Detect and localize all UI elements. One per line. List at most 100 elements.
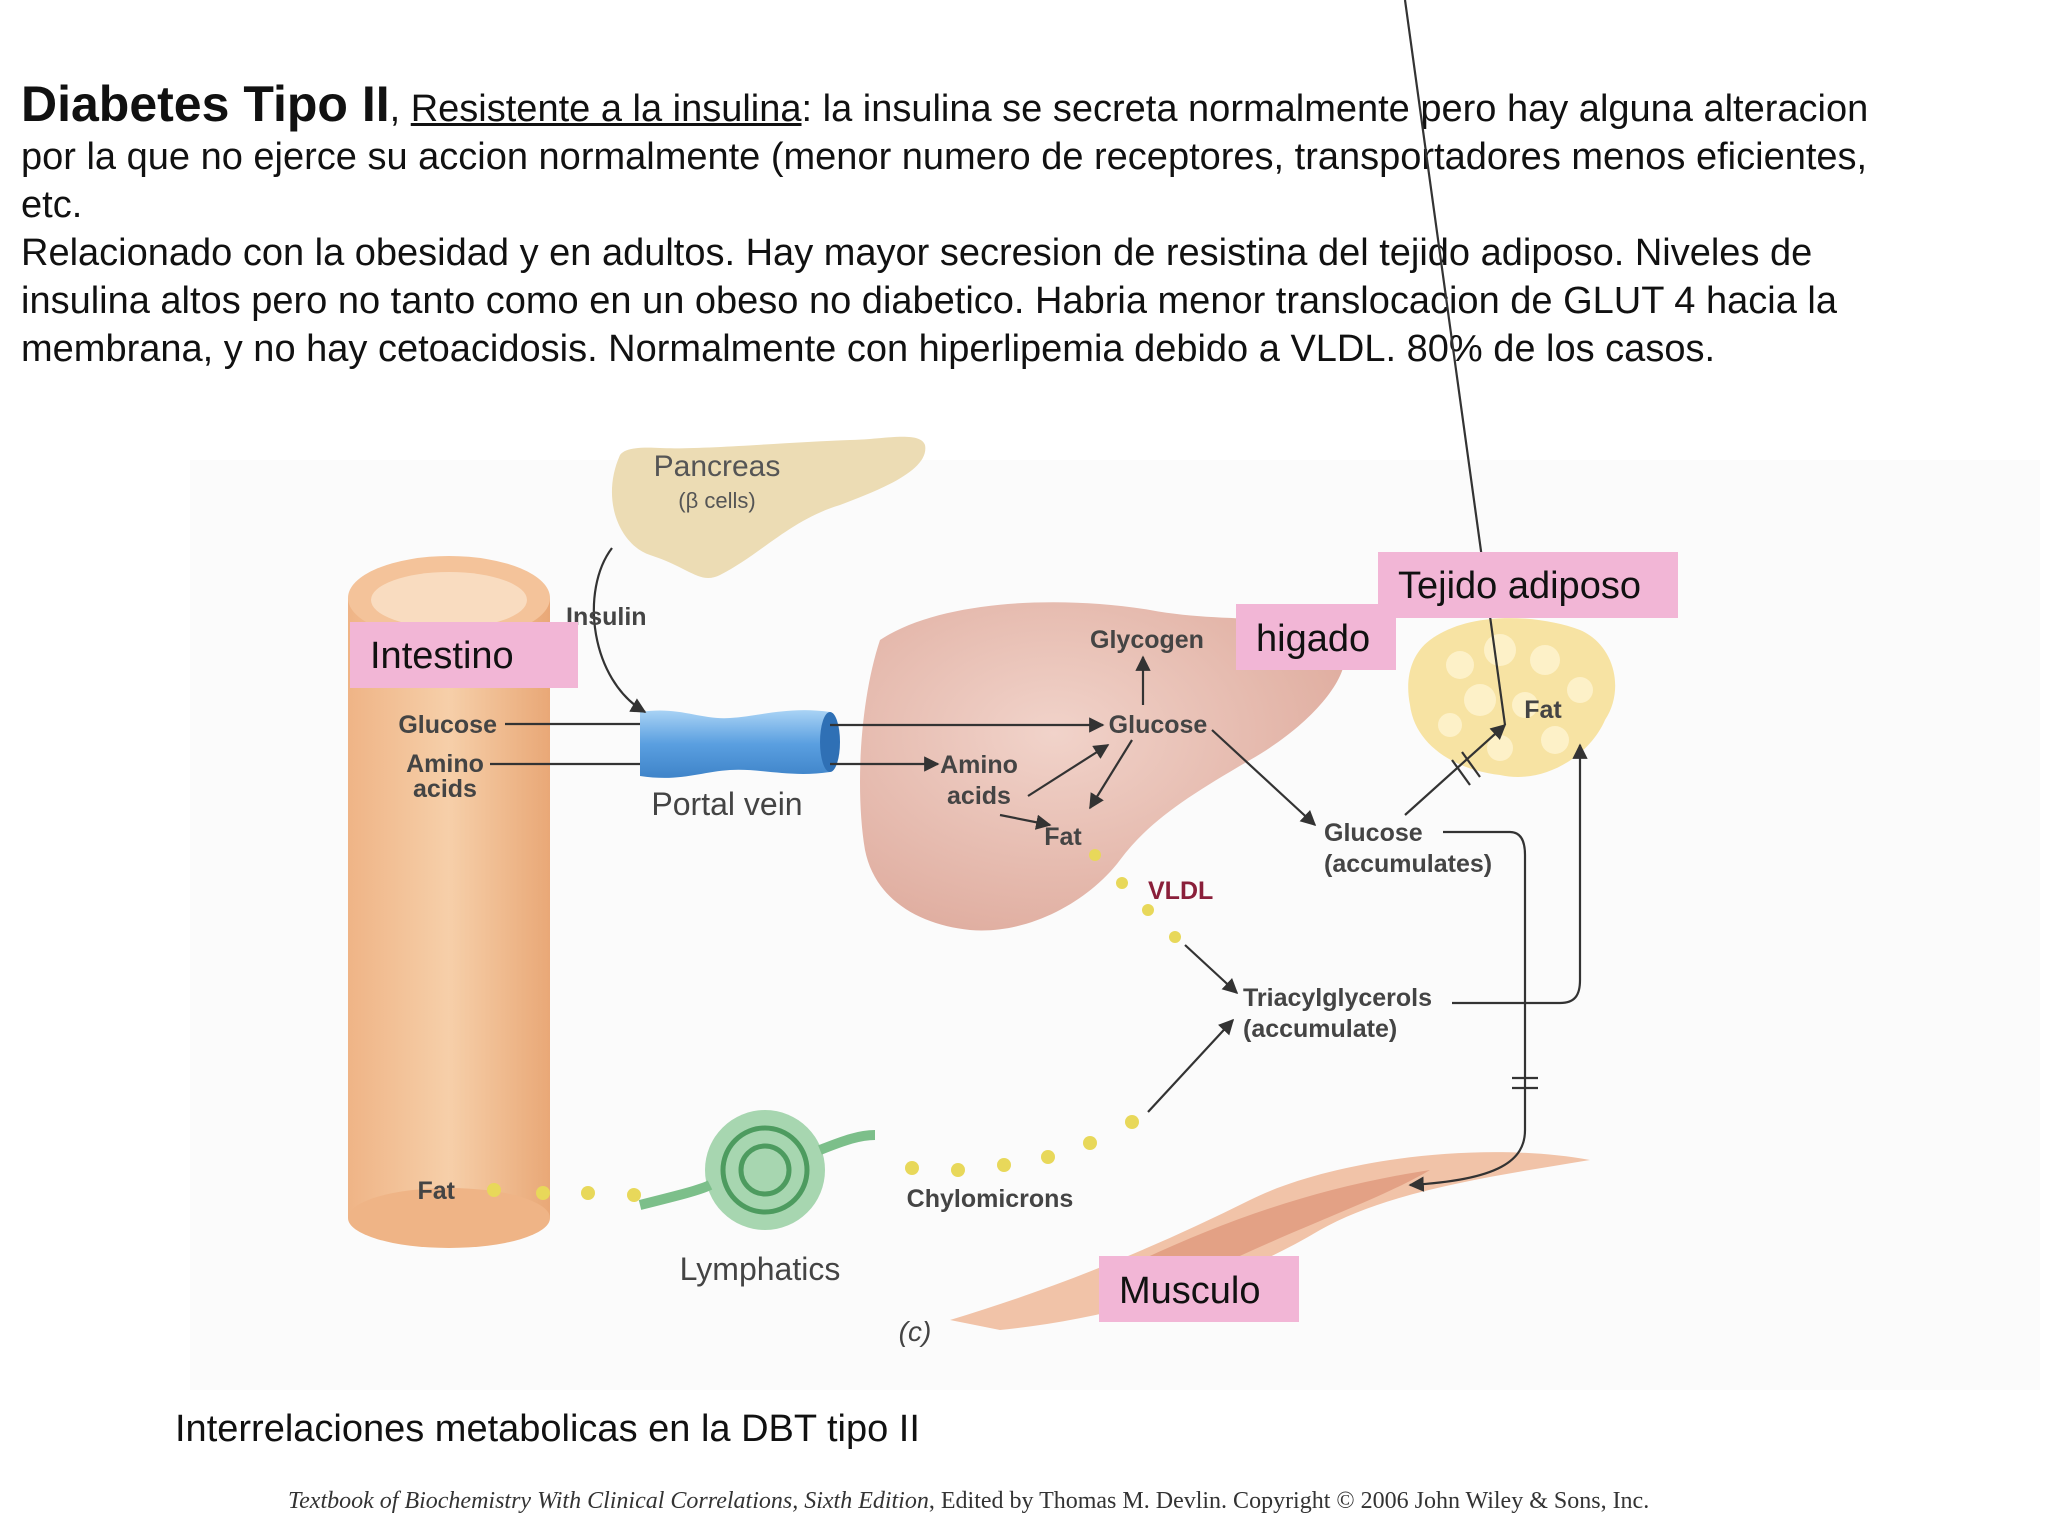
vldl-dot xyxy=(1169,931,1181,943)
blood-glucose-accumulates-label: (accumulates) xyxy=(1324,850,1492,878)
fat-transport-dots xyxy=(487,849,1181,1202)
adipose-cell xyxy=(1541,726,1569,754)
blocked-glucose-to-muscle-arrow xyxy=(1408,830,1527,1192)
paragraph-line-5: insulina altos pero no tanto como en un … xyxy=(21,280,1837,322)
paragraph-line-6: membrana, y no hay cetoacidosis. Normalm… xyxy=(21,328,1716,370)
amino-to-glucose-arrow xyxy=(1027,744,1110,797)
pancreas-organ: Pancreas (β cells) xyxy=(611,436,926,579)
liver-glucose-label: Glucose xyxy=(1109,711,1208,739)
liver-acids-label: acids xyxy=(947,782,1011,810)
fat-dot xyxy=(487,1183,501,1197)
adipose-cell xyxy=(1484,634,1516,666)
lymph-vessel-out xyxy=(818,1130,876,1155)
portal-vein-end xyxy=(820,712,840,772)
intestine-amino-label: Amino xyxy=(406,750,484,778)
glycogen-label: Glycogen xyxy=(1090,626,1204,654)
adipose-cell xyxy=(1530,645,1560,675)
paragraph-line-1: Diabetes Tipo II, Resistente a la insuli… xyxy=(21,79,2021,133)
glucose-to-fat-arrow xyxy=(1089,739,1133,810)
intestine-organ xyxy=(348,556,550,1248)
block-tick xyxy=(1461,751,1481,778)
adipose-cell xyxy=(1464,684,1496,716)
chylomicron-dot xyxy=(1041,1150,1055,1164)
chylomicron-dot xyxy=(951,1163,965,1177)
liver-fat-label: Fat xyxy=(1044,823,1082,851)
molecule-labels: Insulin Glucose Amino acids Fat Glycogen… xyxy=(398,603,1562,1213)
insulin-label: Insulin xyxy=(566,603,647,631)
chylomicrons-label: Chylomicrons xyxy=(907,1185,1074,1213)
intestine-body xyxy=(348,598,550,1218)
adipose-cell xyxy=(1446,651,1474,679)
adipose-cell xyxy=(1512,692,1538,718)
triacylglycerols-label: Triacylglycerols xyxy=(1243,984,1432,1012)
tejido-adiposo-label: Tejido adiposo xyxy=(1398,565,1641,607)
lymph-node-coil xyxy=(720,1125,810,1215)
adipose-tissue xyxy=(1408,618,1616,777)
lymph-vessel-in xyxy=(638,1180,713,1210)
vldl-dot xyxy=(1142,904,1154,916)
higado-label-box xyxy=(1236,604,1396,670)
liver-amino-label: Amino xyxy=(940,751,1018,779)
tejido-adiposo-label-box xyxy=(1378,552,1678,618)
figure-credit: Textbook of Biochemistry With Clinical C… xyxy=(288,1488,1649,1515)
intestine-opening xyxy=(371,572,527,628)
lymphatics-organ: Lymphatics xyxy=(638,1110,876,1287)
pancreas-shape xyxy=(611,436,926,579)
credit-book-title: Textbook of Biochemistry With Clinical C… xyxy=(288,1488,929,1514)
musculo-label-box xyxy=(1099,1256,1299,1322)
chylomicron-dot xyxy=(1083,1136,1097,1150)
higado-label: higado xyxy=(1256,618,1370,660)
blocked-glucose-to-fat-arrow xyxy=(1404,723,1507,816)
fat-dot xyxy=(536,1186,550,1200)
adipose-cell xyxy=(1567,677,1593,703)
portal-vein-label: Portal vein xyxy=(651,786,802,822)
paragraph-line-4: Relacionado con la obesidad y en adultos… xyxy=(21,232,1813,274)
fat-dot xyxy=(627,1188,641,1202)
credit-rest: , Edited by Thomas M. Devlin. Copyright … xyxy=(928,1488,1650,1514)
intestine-glucose-label: Glucose xyxy=(398,711,497,739)
pancreas-label: Pancreas xyxy=(654,450,781,483)
fat-dot xyxy=(581,1186,595,1200)
lymph-node-coil xyxy=(738,1143,792,1197)
portal-vein-shape xyxy=(640,710,830,778)
line1-rest: : la insulina se secreta normalmente per… xyxy=(801,88,1869,130)
lymphatics-label: Lymphatics xyxy=(680,1251,841,1287)
figure-caption: Interrelaciones metabolicas en la DBT ti… xyxy=(175,1408,920,1450)
vldl-label: VLDL xyxy=(1148,877,1213,905)
portal-vein: Portal vein xyxy=(640,710,840,822)
chylomicron-to-tag-arrow xyxy=(1147,1018,1235,1113)
liver-organ xyxy=(860,602,1346,931)
intestine-bottom xyxy=(348,1188,550,1248)
vldl-to-tag-arrow xyxy=(1184,944,1239,995)
amino-to-fat-arrow xyxy=(999,813,1052,830)
chylomicron-dot xyxy=(905,1161,919,1175)
page-title: Diabetes Tipo II xyxy=(21,76,390,132)
insulin-arrow xyxy=(592,547,647,713)
blood-glucose-label: Glucose xyxy=(1324,819,1423,847)
paragraph-line-3: etc. xyxy=(21,184,83,226)
title-comma: , xyxy=(389,88,411,130)
intestine-fat-label: Fat xyxy=(418,1177,456,1205)
intestino-label-box xyxy=(350,622,578,688)
pancreas-sublabel: (β cells) xyxy=(678,488,755,513)
pink-labels: Intestino higado Tejido adiposo Musculo xyxy=(350,552,1678,1322)
vldl-dot xyxy=(1116,877,1128,889)
chylomicron-dot xyxy=(1125,1115,1139,1129)
intestine-acids-label: acids xyxy=(413,775,477,803)
tag-to-adipose-arrow xyxy=(1452,743,1588,1005)
subtitle-underlined: Resistente a la insulina xyxy=(410,88,802,130)
block-tick xyxy=(1451,759,1471,786)
adipose-fat-label: Fat xyxy=(1524,696,1562,724)
liver-to-blood-glucose-arrow xyxy=(1211,729,1317,827)
paragraph-line-2: por la que no ejerce su accion normalmen… xyxy=(21,136,1868,178)
vldl-dot xyxy=(1089,849,1101,861)
chylomicron-dot xyxy=(997,1158,1011,1172)
panel-label: (c) xyxy=(899,1316,932,1347)
intestino-label: Intestino xyxy=(370,635,514,677)
description-paragraph: Diabetes Tipo II, Resistente a la insuli… xyxy=(21,79,2021,373)
muscle-belly xyxy=(1100,1170,1430,1280)
musculo-label: Musculo xyxy=(1119,1270,1261,1312)
adipose-cell xyxy=(1438,713,1462,737)
triacylglycerols-accumulate-label: (accumulate) xyxy=(1243,1015,1397,1043)
